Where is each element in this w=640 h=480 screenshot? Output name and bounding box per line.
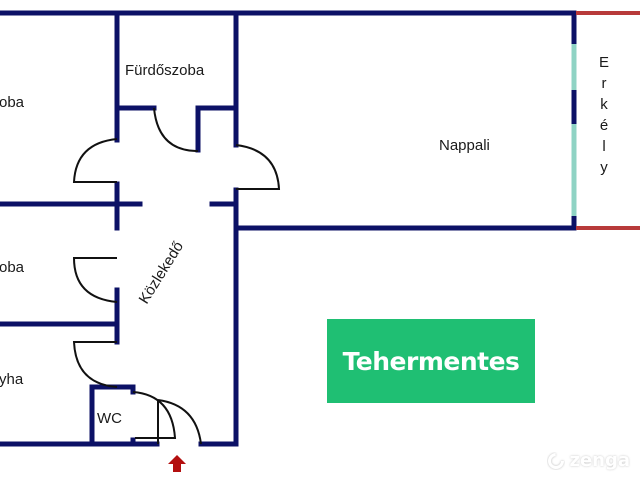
room-label-nappali: Nappali	[439, 137, 490, 154]
room-label-wc: WC	[97, 410, 122, 427]
entrance-arrow-icon	[168, 455, 186, 472]
room-label-szoba-1: oba	[0, 94, 25, 111]
erkely-letter: l	[602, 138, 606, 155]
erkely-letter: E	[599, 54, 610, 71]
watermark-label: zenga	[569, 450, 630, 471]
zenga-logo-icon	[548, 452, 565, 469]
room-label-szoba-2: oba	[0, 259, 25, 276]
balcony-edges	[576, 11, 640, 230]
zenga-watermark: zenga	[547, 450, 630, 471]
room-label-konyha: yha	[0, 371, 24, 388]
room-label-erkely: E r k é l y	[599, 52, 609, 178]
room-label-furdoszoba: Fürdőszoba	[125, 62, 205, 79]
erkely-letter: r	[601, 75, 607, 92]
erkely-letter: é	[599, 117, 609, 134]
door-swings	[72, 107, 281, 445]
erkely-letter: y	[600, 159, 608, 176]
badge-label: Tehermentes	[342, 346, 520, 376]
erkely-letter: k	[600, 96, 608, 113]
tehermentes-badge: Tehermentes	[327, 319, 535, 403]
